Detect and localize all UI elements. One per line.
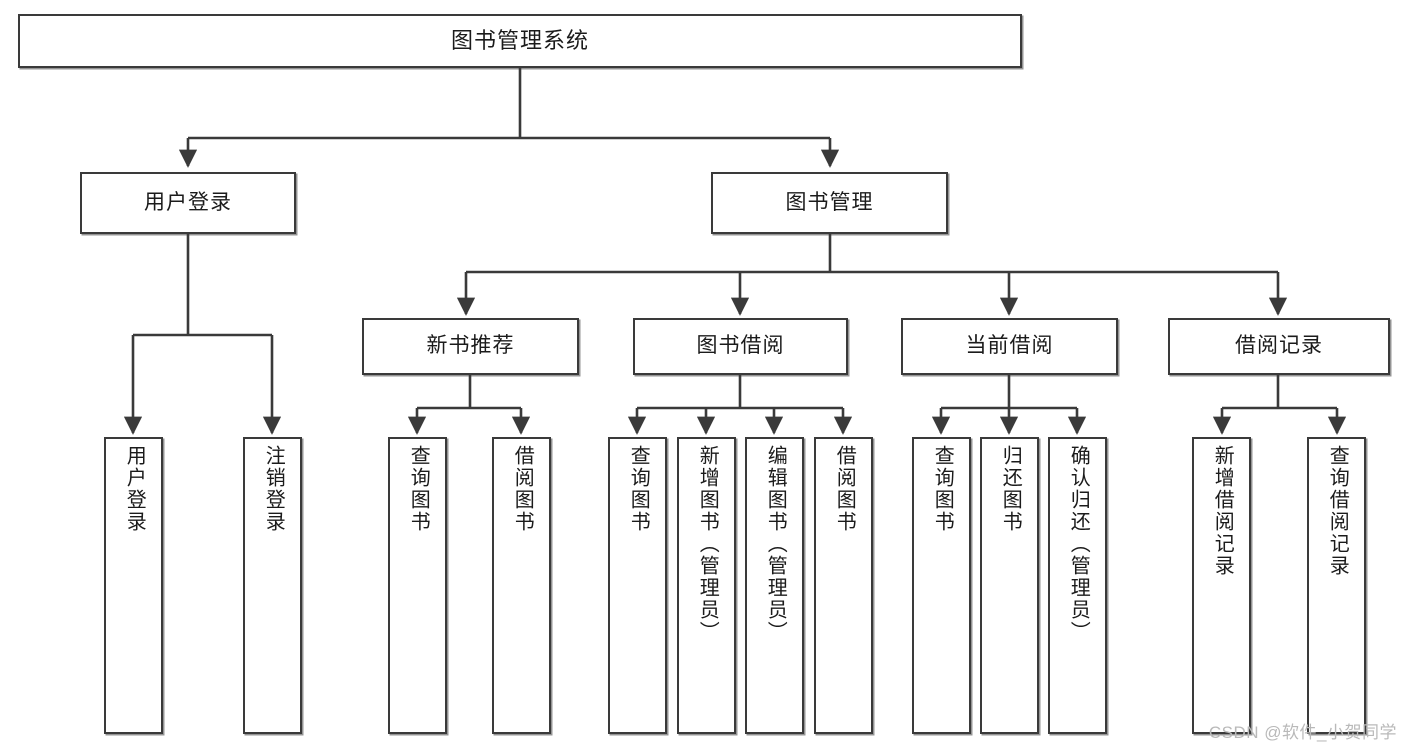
node-leaf-query-book-1[interactable]: 查询图书: [388, 437, 447, 734]
node-leaf-borrow-book-1[interactable]: 借阅图书: [492, 437, 551, 734]
node-label: 新书推荐: [426, 334, 515, 358]
node-leaf-query-book-2[interactable]: 查询图书: [608, 437, 667, 734]
node-label: 编辑图书（管理员）: [764, 445, 787, 643]
node-label: 借阅记录: [1235, 334, 1323, 358]
node-label: 查询图书: [627, 445, 650, 533]
node-leaf-add-record[interactable]: 新增借阅记录: [1192, 437, 1251, 734]
node-leaf-query-record[interactable]: 查询借阅记录: [1307, 437, 1366, 734]
node-leaf-edit-book[interactable]: 编辑图书（管理员）: [745, 437, 804, 734]
node-label: 查询图书: [931, 445, 954, 533]
node-new-book-recommend[interactable]: 新书推荐: [362, 318, 579, 375]
node-label: 查询借阅记录: [1326, 445, 1349, 577]
node-borrow-record[interactable]: 借阅记录: [1168, 318, 1390, 375]
node-label: 图书管理系统: [450, 28, 589, 54]
node-current-borrow[interactable]: 当前借阅: [901, 318, 1118, 375]
node-book-management[interactable]: 图书管理: [711, 172, 948, 234]
node-leaf-user-login[interactable]: 用户登录: [104, 437, 163, 734]
node-leaf-return-book[interactable]: 归还图书: [980, 437, 1039, 734]
node-label: 确认归还（管理员）: [1067, 445, 1090, 643]
node-leaf-query-book-3[interactable]: 查询图书: [912, 437, 971, 734]
node-leaf-borrow-book-2[interactable]: 借阅图书: [814, 437, 873, 734]
node-label: 用户登录: [123, 445, 146, 533]
node-label: 借阅图书: [511, 445, 534, 533]
node-label: 借阅图书: [833, 445, 856, 533]
node-leaf-user-logout[interactable]: 注销登录: [243, 437, 302, 734]
node-label: 新增借阅记录: [1211, 445, 1234, 577]
node-user-login[interactable]: 用户登录: [80, 172, 296, 234]
node-book-borrow[interactable]: 图书借阅: [633, 318, 848, 375]
node-label: 归还图书: [999, 445, 1022, 533]
node-label: 图书借阅: [696, 334, 785, 358]
node-label: 查询图书: [407, 445, 430, 533]
watermark: CSDN @软件_小贺同学: [1208, 723, 1397, 742]
node-leaf-add-book[interactable]: 新增图书（管理员）: [677, 437, 736, 734]
node-leaf-confirm-return[interactable]: 确认归还（管理员）: [1048, 437, 1107, 734]
node-root-system[interactable]: 图书管理系统: [18, 14, 1022, 68]
node-label: 注销登录: [262, 445, 285, 533]
node-label: 用户登录: [144, 190, 232, 214]
node-label: 图书管理: [785, 190, 874, 214]
node-label: 当前借阅: [965, 334, 1054, 358]
node-label: 新增图书（管理员）: [696, 445, 719, 643]
